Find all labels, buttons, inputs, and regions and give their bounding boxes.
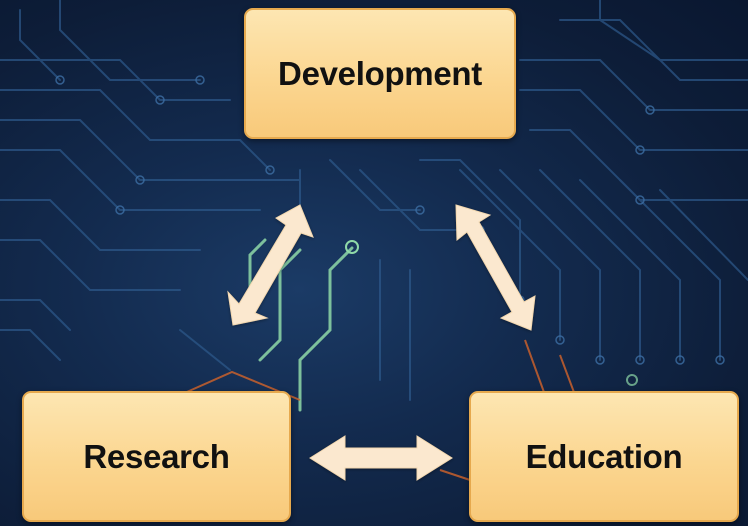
node-development-label: Development [278,54,482,92]
node-development: Development [244,8,516,139]
glow-node-icon [345,240,359,254]
node-education: Education [469,391,739,522]
arrow-research-education-icon [309,435,453,481]
arrow-research-development-icon [227,204,314,326]
arrow-development-education-icon [455,204,536,331]
node-research-label: Research [83,437,230,475]
node-research: Research [22,391,291,522]
node-education-label: Education [525,437,683,475]
